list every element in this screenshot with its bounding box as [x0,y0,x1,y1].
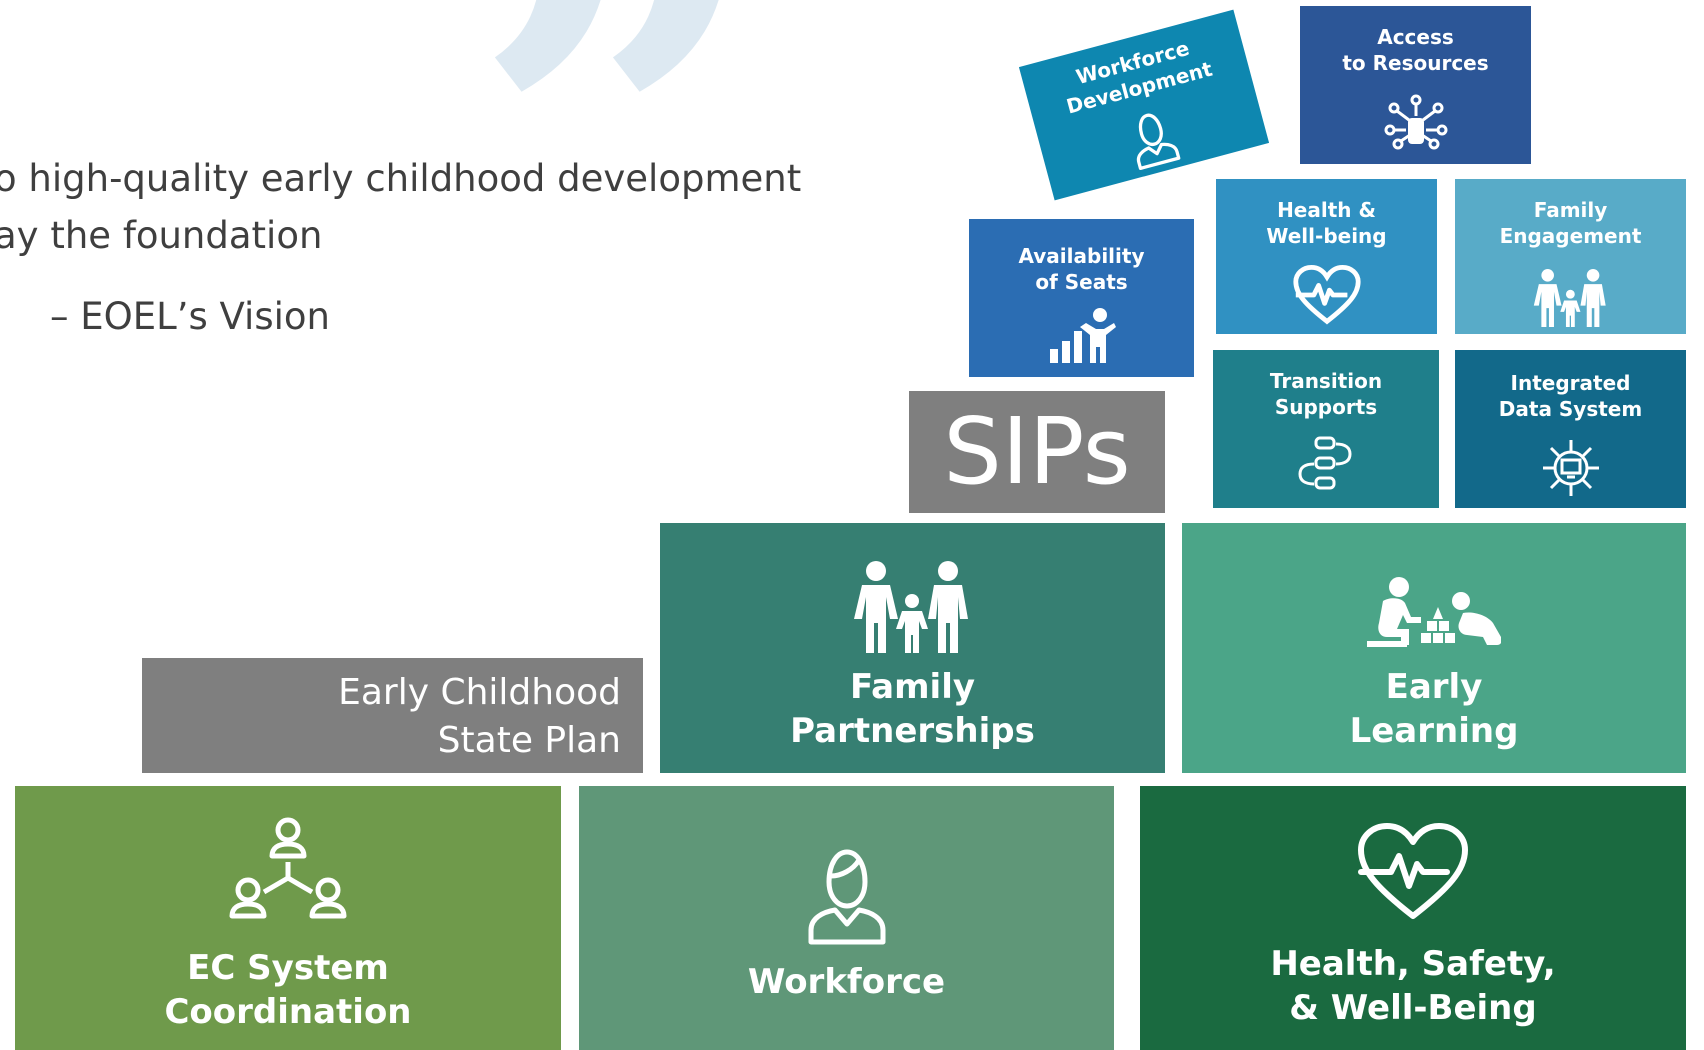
workforce-development-tile: Workforce Development [1018,9,1270,201]
family-engagement-label: Family Engagement [1499,198,1642,248]
availability-of-seats-label: Availability of Seats [1018,244,1145,294]
vision-quote: o high-quality early childhood developme… [0,150,801,264]
integrated-data-system-tile: Integrated Data System [1455,350,1686,508]
health-well-being-label: Health & Well-being [1266,198,1387,248]
transition-icon [1298,436,1352,490]
workforce-block: Workforce [579,786,1114,1050]
family-icon [1533,269,1606,327]
health-safety-label: Health, Safety, & Well-Being [1270,944,1556,1028]
quote-mark-icon: ” [470,0,769,445]
state-plan-line-2: State Plan [437,720,621,761]
family-partnerships-block: Family Partnerships [660,523,1165,773]
transition-supports-label: Transition Supports [1269,369,1383,419]
state-plan-line-1: Early Childhood [338,672,621,713]
access-to-resources-tile: Access to Resources [1300,6,1531,164]
early-learning-block: Early Learning [1182,523,1686,773]
chip-icon [1542,440,1599,496]
quote-line-2: ay the foundation [0,214,323,257]
access-to-resources-label: Access to Resources [1342,25,1489,75]
sips-label: SIPs [943,398,1131,505]
quote-line-1: o high-quality early childhood developme… [0,157,802,200]
ec-system-coordination-block: EC System Coordination [15,786,561,1050]
availability-of-seats-tile: Availability of Seats [969,219,1194,377]
heart-pulse-icon [1358,823,1468,919]
workforce-development-label: Workforce Development [1063,35,1215,119]
network-people-icon [229,817,347,919]
family-partnerships-label: Family Partnerships [790,667,1035,751]
growth-chart-icon [1049,308,1116,363]
children-playing-icon [1367,577,1501,647]
person-icon [808,849,885,945]
ec-system-coordination-label: EC System Coordination [164,948,412,1032]
integrated-data-system-label: Integrated Data System [1498,371,1643,421]
family-engagement-tile: Family Engagement [1455,179,1686,334]
early-learning-label: Early Learning [1349,667,1519,751]
sips-label-box: SIPs [909,391,1165,513]
family-icon [853,561,968,653]
heart-pulse-icon [1292,265,1361,325]
health-well-being-tile: Health & Well-being [1216,179,1437,334]
person-icon [1136,113,1181,171]
state-plan-label-box: Early Childhood State Plan [142,658,643,773]
workforce-label: Workforce [747,962,946,1002]
health-safety-block: Health, Safety, & Well-Being [1140,786,1686,1050]
transition-supports-tile: Transition Supports [1213,350,1439,508]
quote-attribution: – EOEL’s Vision [50,295,330,338]
resources-icon [1384,94,1447,150]
